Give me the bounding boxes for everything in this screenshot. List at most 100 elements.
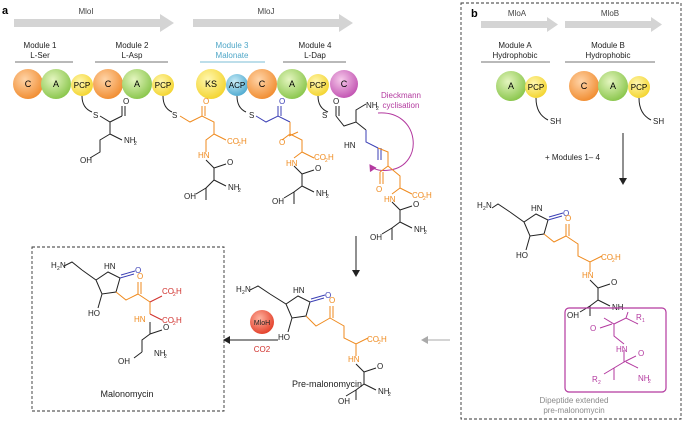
domain-c-3 bbox=[247, 69, 277, 99]
svg-text:O: O bbox=[333, 97, 339, 106]
svg-text:H: H bbox=[176, 287, 182, 296]
domain-pcp-2-label: PCP bbox=[155, 81, 171, 90]
svg-text:NH: NH bbox=[366, 101, 378, 110]
svg-text:O: O bbox=[163, 323, 169, 332]
mloj-label: MloJ bbox=[258, 7, 275, 16]
svg-text:N: N bbox=[486, 201, 492, 210]
svg-text:HN: HN bbox=[531, 204, 543, 213]
svg-text:O: O bbox=[279, 138, 285, 147]
domain-c-b2 bbox=[569, 71, 599, 101]
domain-a-2 bbox=[122, 69, 152, 99]
svg-text:2: 2 bbox=[378, 340, 381, 346]
domain-c-1 bbox=[13, 69, 43, 99]
svg-text:2: 2 bbox=[134, 141, 137, 147]
svg-text:CO: CO bbox=[367, 335, 379, 344]
svg-text:2: 2 bbox=[57, 266, 60, 272]
svg-text:HN: HN bbox=[286, 159, 298, 168]
dieckmann-label-1: Dieckmann bbox=[381, 91, 421, 100]
svg-text:O: O bbox=[279, 97, 285, 106]
domain-row-b: A PCP C A PCP bbox=[496, 71, 650, 101]
svg-text:HN: HN bbox=[134, 315, 146, 324]
svg-text:CO: CO bbox=[314, 153, 326, 162]
svg-text:O: O bbox=[227, 158, 233, 167]
panel-b-box bbox=[460, 2, 682, 420]
svg-text:CO: CO bbox=[162, 316, 174, 325]
module-3-substrate: Malonate bbox=[216, 51, 249, 60]
domain-pcp-3 bbox=[307, 74, 329, 96]
svg-text:N: N bbox=[60, 261, 66, 270]
domain-pcp-b2-label: PCP bbox=[631, 83, 647, 92]
svg-text:O: O bbox=[329, 296, 335, 305]
svg-text:O: O bbox=[413, 200, 419, 209]
domain-a-2-label: A bbox=[134, 79, 140, 89]
svg-text:2: 2 bbox=[423, 196, 426, 202]
domain-c-4-label: C bbox=[341, 79, 348, 89]
svg-text:O: O bbox=[611, 278, 617, 287]
svg-text:HN: HN bbox=[344, 141, 356, 150]
module-1-substrate: L-Ser bbox=[30, 51, 50, 60]
dipeptide-label-2: pre-malonomycin bbox=[543, 406, 604, 415]
module-2-name: Module 2 bbox=[116, 41, 149, 50]
svg-text:2: 2 bbox=[648, 379, 651, 385]
chain-module-3 bbox=[255, 106, 315, 204]
svg-text:H: H bbox=[176, 316, 182, 325]
module-3-name: Module 3 bbox=[216, 41, 249, 50]
module-b-name: Module B bbox=[591, 41, 625, 50]
mloi-label: MloI bbox=[78, 7, 93, 16]
svg-text:2: 2 bbox=[598, 380, 601, 386]
svg-text:OH: OH bbox=[272, 197, 284, 206]
module-b-substrate: Hydrophobic bbox=[586, 51, 631, 60]
domain-acp-label: ACP bbox=[229, 81, 245, 90]
svg-text:2: 2 bbox=[173, 292, 176, 298]
mloj-arrow: MloJ bbox=[193, 7, 353, 32]
domain-pcp-b2 bbox=[628, 76, 650, 98]
svg-text:H: H bbox=[426, 191, 432, 200]
chain-module-2 bbox=[179, 106, 227, 152]
svg-text:SH: SH bbox=[550, 117, 561, 126]
svg-text:HN: HN bbox=[104, 262, 116, 271]
svg-text:2: 2 bbox=[424, 230, 427, 236]
svg-text:H: H bbox=[615, 253, 621, 262]
svg-text:S: S bbox=[249, 111, 254, 120]
svg-text:NH: NH bbox=[154, 349, 166, 358]
domain-a-b2-label: A bbox=[610, 81, 616, 91]
domain-pcp-3-label: PCP bbox=[310, 81, 326, 90]
svg-text:CO: CO bbox=[601, 253, 613, 262]
svg-text:HN: HN bbox=[198, 151, 210, 160]
svg-text:NH: NH bbox=[414, 225, 426, 234]
svg-text:H: H bbox=[381, 335, 387, 344]
domain-a-3 bbox=[277, 69, 307, 99]
mloa-label: MloA bbox=[508, 9, 527, 18]
domain-c-1-label: C bbox=[25, 79, 32, 89]
svg-text:R: R bbox=[636, 313, 642, 322]
domain-a-b1 bbox=[496, 71, 526, 101]
svg-text:2: 2 bbox=[483, 206, 486, 212]
svg-text:O: O bbox=[565, 214, 571, 223]
cyclisation-arrow bbox=[369, 112, 414, 173]
svg-text:O: O bbox=[377, 362, 383, 371]
svg-text:2: 2 bbox=[164, 354, 167, 360]
domain-c-2 bbox=[93, 69, 123, 99]
module-a-name: Module A bbox=[498, 41, 532, 50]
svg-text:NH: NH bbox=[638, 374, 650, 383]
mloa-arrow: MloA bbox=[481, 9, 558, 32]
domain-pcp-1-label: PCP bbox=[74, 81, 90, 90]
mloh-label: MloH bbox=[254, 320, 270, 327]
svg-text:HO: HO bbox=[516, 251, 528, 260]
svg-text:NH: NH bbox=[316, 189, 328, 198]
svg-text:CO: CO bbox=[412, 191, 424, 200]
svg-text:HN: HN bbox=[582, 271, 594, 280]
domain-ks bbox=[196, 69, 226, 99]
svg-text:HN: HN bbox=[384, 195, 396, 204]
svg-text:O: O bbox=[590, 324, 596, 333]
module-4-substrate: L-Dap bbox=[304, 51, 326, 60]
malonomycin-label: Malonomycin bbox=[100, 389, 153, 399]
svg-text:O: O bbox=[638, 349, 644, 358]
svg-text:OH: OH bbox=[370, 233, 382, 242]
svg-text:2: 2 bbox=[238, 142, 241, 148]
svg-text:HN: HN bbox=[348, 355, 360, 364]
svg-text:2: 2 bbox=[242, 290, 245, 296]
domain-a-1 bbox=[41, 69, 71, 99]
domain-c-4 bbox=[330, 70, 358, 98]
